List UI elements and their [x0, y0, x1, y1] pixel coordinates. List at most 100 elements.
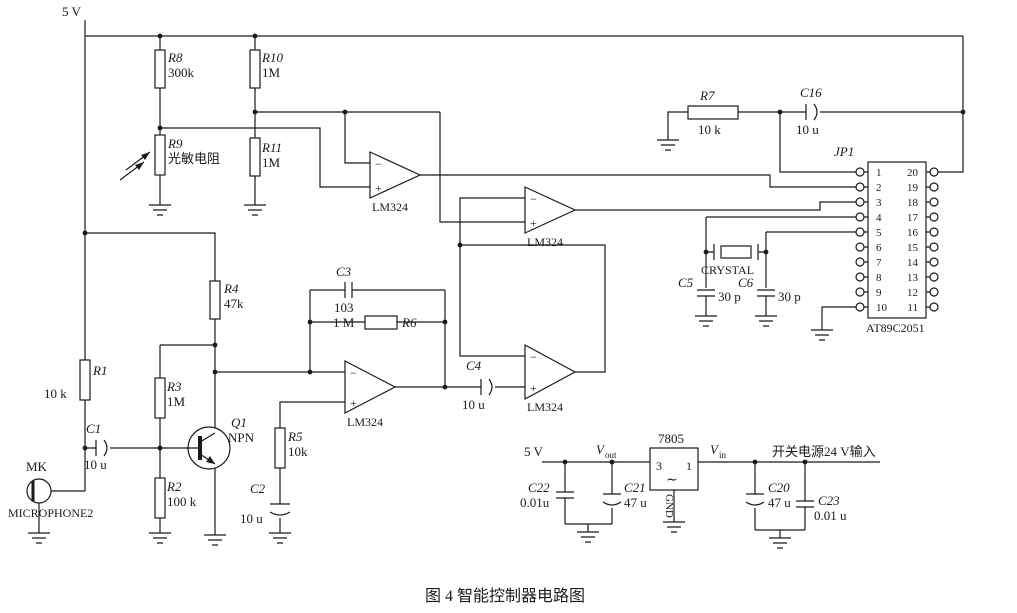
regulator-pin-in: 1 [686, 459, 692, 473]
wires [38, 20, 964, 538]
jp1-chip-label: AT89C2051 [866, 321, 925, 335]
c20-ref: C20 [768, 480, 790, 495]
c3-value: 103 [334, 300, 354, 315]
svg-text:6: 6 [876, 242, 882, 254]
resistor-r4: R4 47k [209, 280, 244, 320]
resistor-r10: R10 1M [249, 49, 283, 89]
regulator-pin-out: 3 [656, 459, 662, 473]
crystal-label: CRYSTAL [701, 263, 754, 277]
svg-text:14: 14 [907, 257, 919, 269]
c1-ref: C1 [86, 421, 101, 436]
regulator-gnd-label: GND [663, 494, 675, 518]
opamp-2: − + LM324 [524, 186, 577, 249]
opamp2-plus: + [530, 216, 537, 230]
light-arrow-icon [141, 152, 150, 160]
svg-text:11: 11 [907, 302, 918, 314]
ground-icon [576, 531, 600, 543]
r7-ref: R7 [699, 88, 715, 103]
svg-text:17: 17 [907, 212, 919, 224]
q1-ref: Q1 [231, 415, 247, 430]
r10-ref: R10 [261, 50, 283, 65]
capacitor-c3: C3 103 [334, 264, 354, 315]
c23-ref: C23 [818, 493, 840, 508]
r9-value: 光敏电阻 [168, 151, 220, 166]
vin-sub: in [719, 450, 727, 460]
c23-value: 0.01 u [814, 508, 847, 523]
c22-ref: C22 [528, 480, 550, 495]
junction-dots [82, 33, 966, 465]
capacitor-c22: C22 0.01u [520, 480, 574, 510]
svg-text:12: 12 [907, 287, 918, 299]
r9-ref: R9 [167, 136, 183, 151]
capacitor-c4: C4 10 u [462, 358, 493, 412]
c5-value: 30 p [718, 289, 741, 304]
c4-ref: C4 [466, 358, 482, 373]
opamp2-minus: − [530, 192, 537, 206]
r2-value: 100 k [167, 494, 197, 509]
resistor-r8: R8 300k [154, 49, 195, 89]
opamp-4: − + LM324 [524, 343, 577, 414]
opamp1-label: LM324 [372, 200, 408, 214]
capacitor-c21: C21 47 u [602, 480, 647, 510]
connector-jp1: JP1 AT89C2051 1 2 3 4 5 6 7 8 9 10 20 19… [834, 144, 939, 335]
c22-value: 0.01u [520, 495, 550, 510]
ground-icon [148, 204, 172, 216]
svg-text:2: 2 [876, 182, 882, 194]
vout-label: V [596, 442, 606, 457]
regulator-7805: 7805 3 1 ∼ GND V out V in [596, 431, 727, 518]
opamp2-label: LM324 [527, 235, 563, 249]
opamp4-label: LM324 [527, 400, 563, 414]
c2-value: 10 u [240, 511, 263, 526]
c16-value: 10 u [796, 122, 819, 137]
r7-value: 10 k [698, 122, 721, 137]
resistor-r2: R2 100 k [154, 477, 197, 519]
r5-value: 10k [288, 444, 308, 459]
c5-ref: C5 [678, 275, 694, 290]
ground-icon [694, 315, 718, 327]
r5-ref: R5 [287, 429, 303, 444]
opamp-3: − + LM324 [344, 360, 397, 429]
r11-value: 1M [262, 155, 281, 170]
regulator-wave-icon: ∼ [666, 473, 678, 488]
capacitor-c1: C1 10 u [84, 421, 108, 472]
c21-value: 47 u [624, 495, 647, 510]
ground-icon [148, 532, 172, 544]
ground-icon [203, 534, 227, 546]
r6-value: 1 M [333, 315, 355, 330]
resistor-r11: R11 1M [249, 137, 282, 177]
ground-icon [656, 139, 680, 151]
svg-text:19: 19 [907, 182, 919, 194]
opamp4-minus: − [530, 350, 537, 364]
c4-value: 10 u [462, 397, 485, 412]
svg-text:3: 3 [876, 197, 882, 209]
jp1-pin-numbers: 1 2 3 4 5 6 7 8 9 10 20 19 18 17 16 15 1… [876, 167, 919, 314]
opamp4-plus: + [530, 381, 537, 395]
r2-ref: R2 [166, 479, 182, 494]
capacitor-c20: C20 47 u [745, 480, 791, 510]
ground-icon [243, 204, 267, 216]
opamp-1: − + LM324 [369, 151, 422, 214]
capacitor-c6: C6 30 p [738, 275, 801, 304]
psu-5v-label: 5 V [524, 444, 544, 459]
c16-ref: C16 [800, 85, 822, 100]
opamp3-minus: − [350, 366, 357, 380]
microphone-mk: MK MICROPHONE2 [8, 459, 93, 520]
vout-sub: out [605, 450, 617, 460]
ground-icon [754, 315, 778, 327]
r1-value: 10 k [44, 386, 67, 401]
q1-type: NPN [228, 430, 255, 445]
opamp1-minus: − [375, 157, 382, 171]
svg-text:9: 9 [876, 287, 882, 299]
r1-ref: R1 [92, 363, 107, 378]
resistor-r7: R7 10 k [687, 88, 739, 137]
regulator-ref: 7805 [658, 431, 684, 446]
capacitor-c5: C5 30 p [678, 275, 741, 304]
c6-ref: C6 [738, 275, 754, 290]
r4-ref: R4 [223, 281, 239, 296]
svg-text:8: 8 [876, 272, 882, 284]
opamp1-plus: + [375, 181, 382, 195]
svg-text:18: 18 [907, 197, 919, 209]
r3-value: 1M [167, 394, 186, 409]
